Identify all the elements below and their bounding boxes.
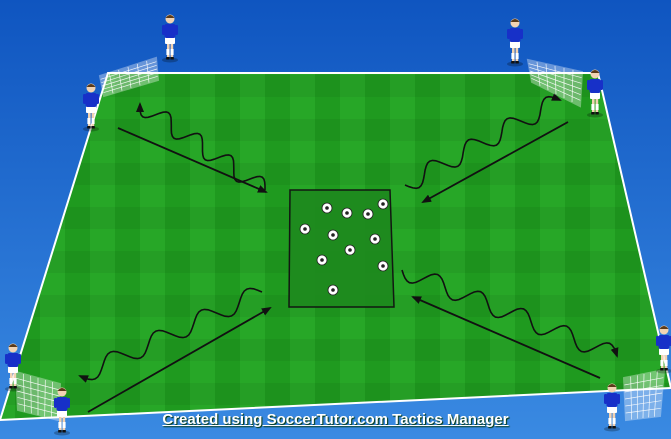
ball bbox=[378, 199, 388, 209]
ball bbox=[370, 234, 380, 244]
pitch-stripe bbox=[540, 60, 565, 439]
central-box bbox=[289, 190, 394, 307]
ball bbox=[378, 261, 388, 271]
pitch-stripe bbox=[490, 60, 515, 439]
pitch-band bbox=[0, 339, 671, 361]
ball bbox=[328, 285, 338, 295]
pitch-band bbox=[0, 163, 671, 185]
ball bbox=[328, 230, 338, 240]
pitch-stripe bbox=[190, 60, 215, 439]
ball bbox=[342, 208, 352, 218]
pitch-stripe bbox=[440, 60, 465, 439]
credit-text: Created using SoccerTutor.com Tactics Ma… bbox=[0, 411, 671, 428]
ball bbox=[300, 224, 310, 234]
pitch-stripe bbox=[240, 60, 265, 439]
ball bbox=[322, 203, 332, 213]
ball bbox=[345, 245, 355, 255]
pitch-stripe bbox=[390, 60, 415, 439]
pitch-band bbox=[0, 119, 671, 141]
ball bbox=[317, 255, 327, 265]
ball bbox=[363, 209, 373, 219]
